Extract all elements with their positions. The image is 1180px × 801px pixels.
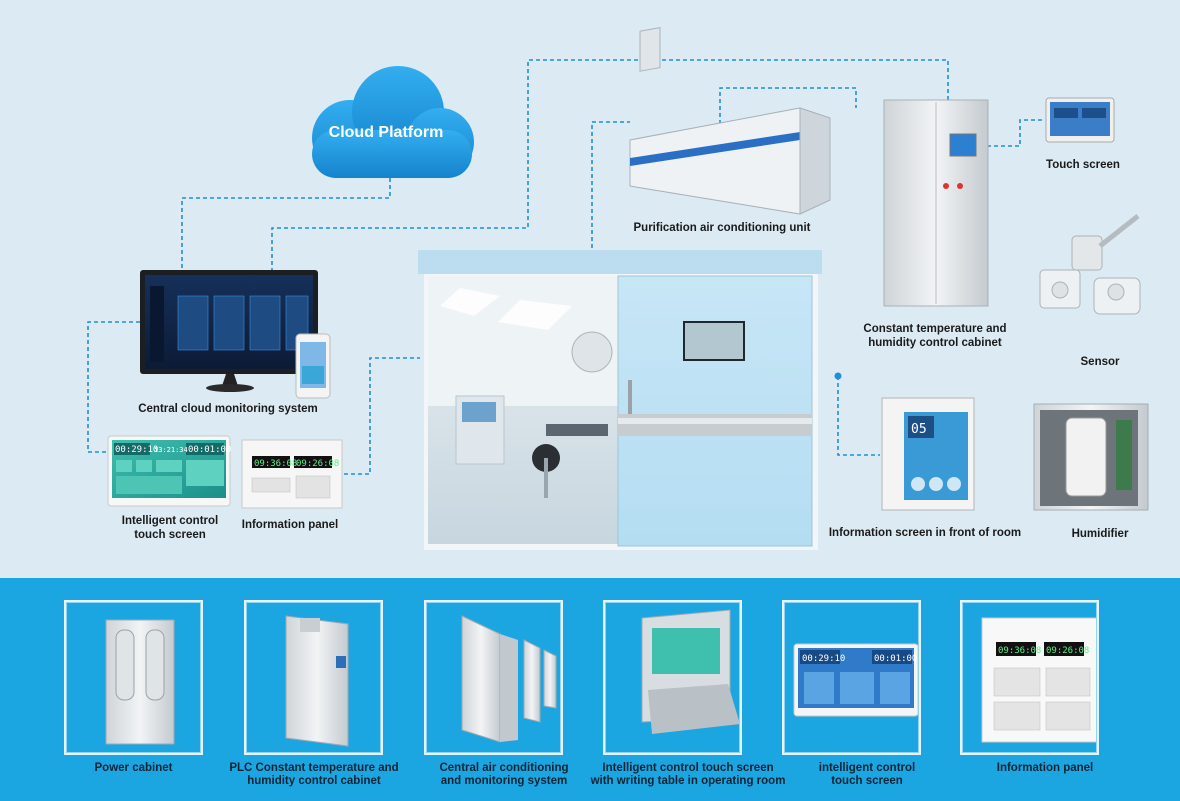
link-cloud-monitor-left xyxy=(181,178,391,272)
bottom-label-line1: Power cabinet xyxy=(94,762,173,774)
card-writing-table-screen xyxy=(603,600,742,755)
cloud-platform-label: Cloud Platform xyxy=(328,124,444,141)
bottom-label-info-panel: Information panel xyxy=(960,762,1130,775)
card-info-panel xyxy=(960,600,1099,755)
connection-lines xyxy=(87,59,1044,475)
link-monitor-to-cloud-right xyxy=(271,59,949,272)
label-info-front: Information screen in front of room xyxy=(828,527,1022,539)
link-monitor-left xyxy=(87,321,140,453)
link-node xyxy=(834,372,842,380)
label-cabinet-line2: humidity control cabinet xyxy=(868,337,1002,349)
monitor-illustration xyxy=(140,270,331,399)
card-timer-a-readout: 00:29:10 xyxy=(802,654,845,664)
timer-a-readout: 00:29:10 xyxy=(115,445,158,455)
card-power-cabinet xyxy=(64,600,203,755)
label-monitoring: Central cloud monitoring system xyxy=(138,403,318,415)
bottom-label-line1: intelligent control xyxy=(818,762,916,774)
card-panel-a-readout: 09:36:08 xyxy=(998,646,1041,656)
label-purification: Purification air conditioning unit xyxy=(633,222,811,234)
power-cabinet-illustration xyxy=(105,619,175,745)
small-touch-screen-illustration xyxy=(1045,97,1115,143)
bottom-label-central-ac: Central air conditioning and monitoring … xyxy=(424,762,584,788)
panel-a-readout: 09:36:08 xyxy=(254,459,297,469)
bottom-label-line1: PLC Constant temperature and xyxy=(229,762,399,774)
bottom-label-line2: humidity control cabinet xyxy=(247,775,381,787)
room-number-readout: 05 xyxy=(911,422,927,437)
control-cabinet-illustration xyxy=(883,99,989,307)
label-touch-screen-small: Touch screen xyxy=(1046,159,1120,171)
label-sensor: Sensor xyxy=(1080,356,1120,368)
link-purification-top xyxy=(719,87,857,124)
central-ac-illustration xyxy=(461,615,557,743)
cloud-shape xyxy=(312,66,474,178)
bottom-label-writing-table: Intelligent control touch screen with wr… xyxy=(580,762,796,788)
card-plc-cabinet xyxy=(244,600,383,755)
label-cabinet: Constant temperature and humidity contro… xyxy=(852,322,1018,350)
plc-cabinet-illustration xyxy=(285,615,349,747)
link-purification xyxy=(591,121,630,248)
front-info-screen-illustration xyxy=(881,397,975,511)
bottom-label-plc-cabinet: PLC Constant temperature and humidity co… xyxy=(226,762,402,788)
bottom-label-touch-screen: intelligent control touch screen xyxy=(782,762,952,788)
bottom-label-line1: Intelligent control touch screen xyxy=(602,762,774,774)
operating-room-illustration xyxy=(418,250,822,550)
info-panel-card-illustration xyxy=(981,617,1099,743)
timer-b-readout: 00:01:00 xyxy=(188,445,231,455)
label-touch-screen: Intelligent control touch screen xyxy=(102,514,238,542)
card-touch-screen xyxy=(782,600,921,755)
label-info-panel: Information panel xyxy=(241,519,339,531)
card-central-ac xyxy=(424,600,563,755)
label-cabinet-line1: Constant temperature and xyxy=(863,323,1007,335)
link-touchscreen xyxy=(980,119,1044,147)
purification-unit-illustration xyxy=(629,27,831,215)
panel-b-readout: 09:26:08 xyxy=(296,459,339,469)
link-panels-room xyxy=(344,357,420,475)
humidifier-illustration xyxy=(1033,403,1149,511)
writing-table-touch-screen-illustration xyxy=(641,609,740,734)
touch-screen-card-illustration xyxy=(793,643,919,717)
bottom-label-line2: with writing table in operating room xyxy=(590,775,786,787)
bottom-label-line1: Information panel xyxy=(996,762,1094,774)
label-touch-screen-line1: Intelligent control xyxy=(121,515,219,527)
card-panel-b-readout: 09:26:08 xyxy=(1046,646,1089,656)
label-humidifier: Humidifier xyxy=(1071,528,1129,540)
bottom-label-line2: touch screen xyxy=(831,775,903,787)
sensor-illustration xyxy=(1039,214,1141,315)
link-info-front xyxy=(837,376,880,456)
bottom-label-line1: Central air conditioning xyxy=(439,762,569,774)
label-touch-screen-line2: touch screen xyxy=(134,529,206,541)
bottom-label-line2: and monitoring system xyxy=(440,775,568,787)
clock-readout: 13:21:34 xyxy=(154,446,188,454)
bottom-label-power-cabinet: Power cabinet xyxy=(64,762,203,775)
info-panel-illustration xyxy=(241,439,343,509)
touch-screen-illustration xyxy=(107,435,231,507)
card-timer-b-readout: 00:01:00 xyxy=(874,654,917,664)
